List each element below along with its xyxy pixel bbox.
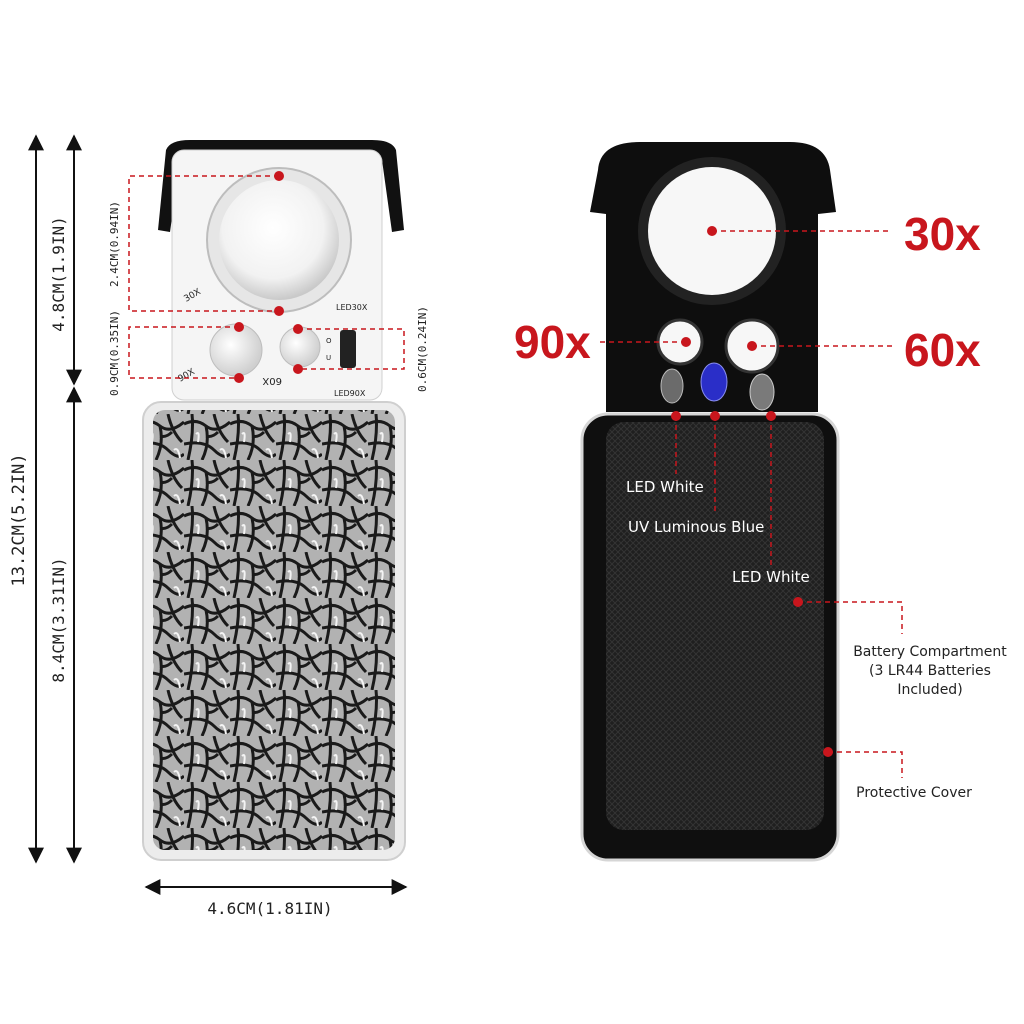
label-battery-line2: (3 LR44 Batteries: [869, 663, 991, 679]
dot: [234, 373, 244, 383]
feature-dots: [671, 226, 833, 757]
dot: [293, 364, 303, 374]
guide-battery: [798, 601, 903, 634]
dot: [823, 747, 833, 757]
dot: [793, 597, 803, 607]
front-large-lens: [219, 180, 339, 300]
dot: [234, 322, 244, 332]
guide-cover: [828, 751, 903, 778]
dot: [274, 306, 284, 316]
dot: [274, 171, 284, 181]
lens-right-dimension: 0.6CM(0.24IN): [416, 306, 429, 392]
label-battery-line1: Battery Compartment: [853, 644, 1007, 660]
switch-mark-top: O: [326, 337, 332, 345]
engraving-60x: 60X: [262, 375, 282, 386]
magnification-90x: 90x: [514, 316, 591, 368]
lens-dimension-dots: [234, 171, 303, 383]
dot: [681, 337, 691, 347]
total-height-label: 13.2CM(5.2IN): [9, 453, 29, 586]
front-body-texture: [153, 410, 395, 850]
back-body-mesh: [606, 422, 824, 830]
engraving-led90x: LED90X: [334, 389, 366, 398]
led-white-left: [660, 368, 684, 404]
magnification-30x: 30x: [904, 208, 981, 260]
front-device: O U LED30X LED90X 30X 90X 60X: [142, 140, 406, 861]
switch-mark-bottom: U: [326, 354, 331, 362]
width-label: 4.6CM(1.81IN): [207, 899, 332, 918]
dot: [707, 226, 717, 236]
lens-right-guide: [298, 328, 405, 370]
lens-large-guide: [128, 175, 279, 312]
front-small-lens-left: [209, 323, 263, 377]
head-height-label: 4.8CM(1.9IN): [49, 216, 68, 332]
lens-large-dimension: 2.4CM(0.94IN): [108, 201, 121, 287]
magnification-60x: 60x: [904, 324, 981, 376]
lens-left-guide: [128, 326, 239, 379]
dot: [710, 411, 720, 421]
label-led-white-right: LED White: [732, 568, 810, 586]
label-protective-cover: Protective Cover: [856, 785, 972, 801]
dot: [766, 411, 776, 421]
label-led-white-left: LED White: [626, 478, 704, 496]
lens-left-dimension: 0.9CM(0.35IN): [108, 310, 121, 396]
dot: [747, 341, 757, 351]
feature-guides: [600, 230, 903, 778]
engraving-led30x: LED30X: [336, 303, 368, 312]
dot: [671, 411, 681, 421]
label-battery-line3: Included): [897, 682, 962, 698]
lens-dimension-guides: [128, 175, 405, 379]
label-uv-blue: UV Luminous Blue: [628, 518, 764, 536]
led-white-right: [749, 373, 775, 411]
dot: [293, 324, 303, 334]
led-uv-blue: [700, 362, 728, 402]
body-height-label: 8.4CM(3.31IN): [49, 557, 68, 682]
front-switch: [340, 330, 356, 368]
back-device: [580, 142, 840, 862]
dimension-lines: [28, 134, 408, 895]
